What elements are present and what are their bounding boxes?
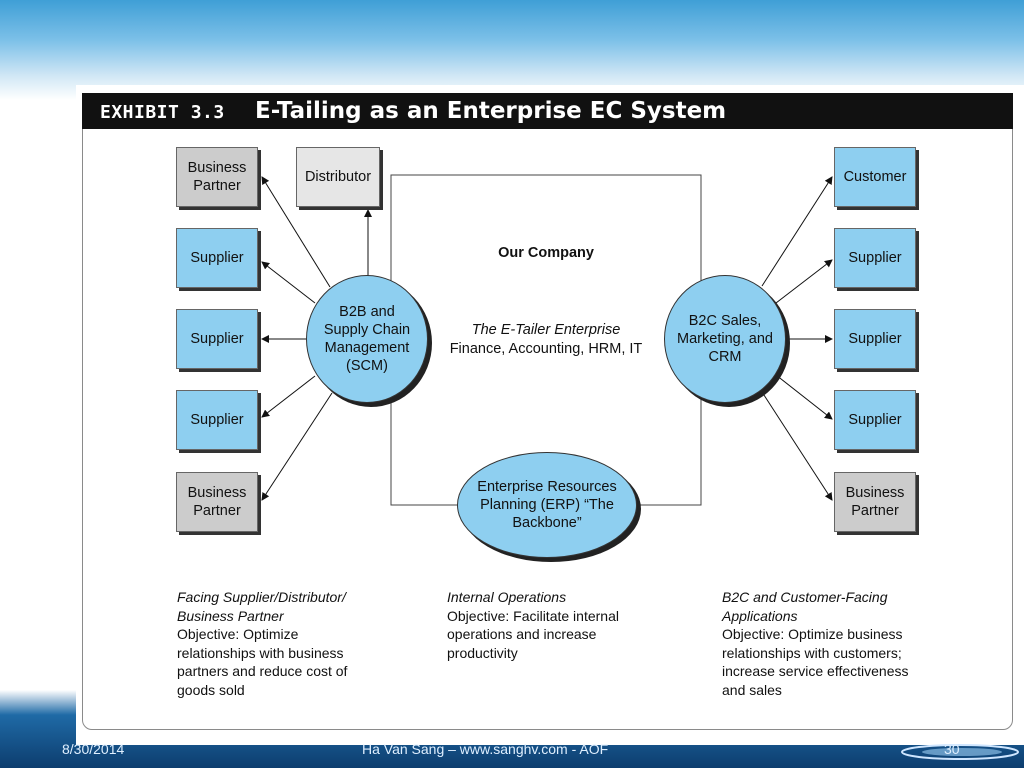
caption-middle: Internal Operations Objective: Facilitat… [447, 588, 647, 662]
caption-right-heading: B2C and Customer-Facing Applications [722, 589, 888, 624]
caption-left-heading: Facing Supplier/Distributor/ Business Pa… [177, 589, 346, 624]
arrow-crm-customer [761, 176, 833, 287]
exhibit-title: E-Tailing as an Enterprise EC System [255, 98, 727, 124]
enterprise-functions: Finance, Accounting, HRM, IT [449, 341, 643, 357]
caption-left-body: Objective: Optimize relationships with b… [177, 626, 348, 698]
footer-author: Ha Van Sang – www.sanghv.com - AOF [362, 741, 609, 757]
footer-page-number: 30 [944, 741, 960, 757]
erp-ellipse: Enterprise Resources Planning (ERP) “The… [457, 452, 637, 558]
distributor-box: Distributor [296, 147, 380, 207]
right-box-supplier-2: Supplier [834, 309, 916, 369]
left-box-supplier-3: Supplier [176, 390, 258, 450]
crm-circle: B2C Sales, Marketing, and CRM [664, 275, 786, 403]
footer-date: 8/30/2014 [62, 741, 125, 757]
arrow-crm-supplier-3 [775, 374, 833, 420]
arrow-crm-supplier-1 [775, 259, 833, 304]
right-box-supplier-3: Supplier [834, 390, 916, 450]
scm-circle: B2B and Supply Chain Management (SCM) [306, 275, 428, 403]
caption-middle-heading: Internal Operations [447, 589, 567, 605]
arrow-scm-business-partner-top [261, 176, 331, 288]
caption-left: Facing Supplier/Distributor/ Business Pa… [177, 588, 377, 699]
swoosh-decoration [901, 744, 1019, 760]
right-box-customer: Customer [834, 147, 916, 207]
arrow-crm-business-partner [761, 391, 833, 501]
right-box-supplier-1: Supplier [834, 228, 916, 288]
exhibit-title-bar: EXHIBIT 3.3 E-Tailing as an Enterprise E… [82, 93, 1013, 129]
left-box-supplier-2: Supplier [176, 309, 258, 369]
right-box-business-partner: Business Partner [834, 472, 916, 532]
caption-right: B2C and Customer-Facing Applications Obj… [722, 588, 927, 699]
left-box-business-partner-top: Business Partner [176, 147, 258, 207]
left-box-business-partner-bottom: Business Partner [176, 472, 258, 532]
arrow-scm-supplier-1 [261, 261, 316, 304]
enterprise-label: The E-Tailer Enterprise [471, 322, 621, 338]
left-box-supplier-1: Supplier [176, 228, 258, 288]
caption-right-body: Objective: Optimize business relationshi… [722, 626, 909, 698]
company-title: Our Company [498, 245, 594, 261]
exhibit-label: EXHIBIT 3.3 [100, 102, 225, 123]
caption-middle-body: Objective: Facilitate internal operation… [447, 607, 619, 661]
arrow-scm-supplier-3 [261, 375, 316, 418]
arrow-scm-business-partner-bottom [261, 392, 333, 501]
